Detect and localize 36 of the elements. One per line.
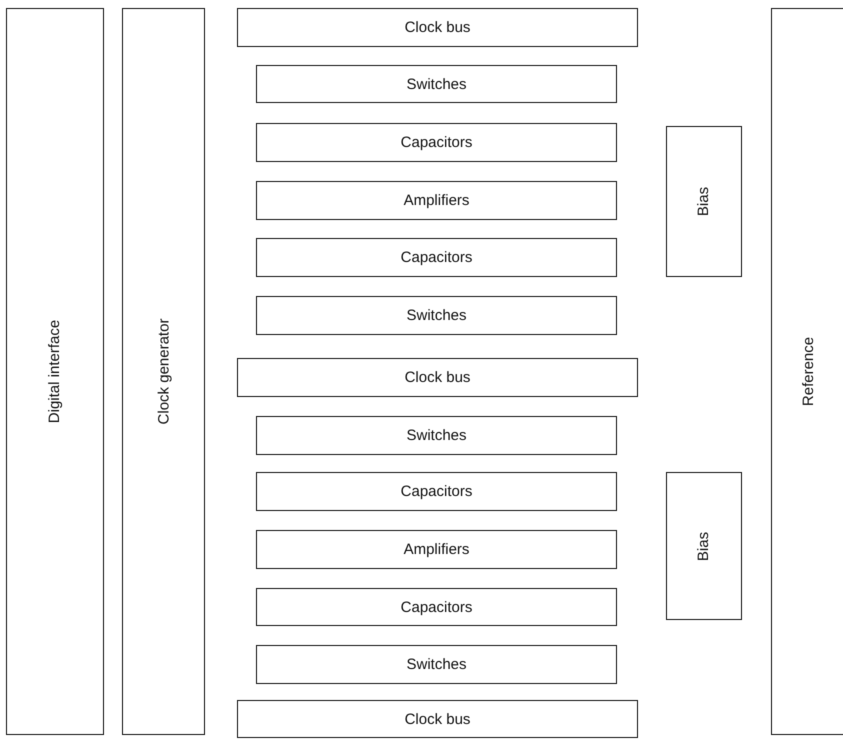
block-box [256,238,617,277]
block-box [256,416,617,455]
block-label: Digital interface [46,320,64,424]
block-box [237,358,638,397]
block-label: Bias [696,186,712,216]
vertical-block [666,472,742,620]
block-label: Clock bus [404,369,470,386]
block-label: Switches [406,76,467,92]
block-box [237,8,638,47]
block-label: Amplifiers [404,541,470,558]
block-label: Clock bus [404,710,470,728]
block-box [256,645,617,684]
block-label: Amplifiers [404,192,470,209]
vertical-block [6,8,104,735]
block-label: Bias [696,531,712,561]
block-label: Clock generator [155,318,172,424]
block-box [256,296,617,335]
block-label: Switches [406,656,467,673]
block-label: Clock bus [404,19,470,36]
block-box [256,588,617,626]
block-label: Switches [406,307,467,324]
block-box [256,472,617,511]
vertical-block [771,8,843,735]
block-label: Capacitors [400,483,472,500]
block-box [256,123,617,162]
block-box [256,530,617,569]
block-label: Capacitors [400,249,472,266]
vertical-block [666,126,742,277]
block-box [256,65,617,103]
block-label: Switches [406,427,467,444]
block-label: Capacitors [400,598,472,616]
block-label: Reference [800,336,818,406]
block-box [237,700,638,738]
block-box [256,181,617,220]
block-label: Capacitors [400,134,472,151]
vertical-block [122,8,205,735]
